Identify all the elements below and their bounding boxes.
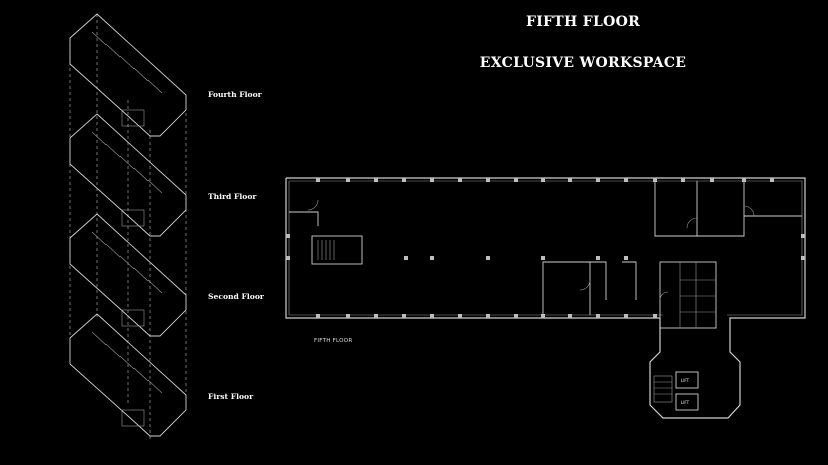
floor-core (121, 109, 145, 127)
column (770, 178, 774, 182)
column (486, 314, 490, 318)
floor-partition (119, 355, 135, 370)
lift-a-label: LIFT (681, 378, 690, 383)
floor-outline-second (69, 213, 187, 337)
column (374, 178, 378, 182)
column (458, 178, 462, 182)
plan-caption: FIFTH FLOOR (314, 338, 353, 344)
column (710, 178, 714, 182)
column (596, 178, 600, 182)
page-subtitle: EXCLUSIVE WORKSPACE (479, 55, 687, 71)
column (801, 234, 805, 238)
column (624, 314, 628, 318)
floor-partition (147, 379, 163, 394)
floor-partition (105, 243, 121, 258)
column (624, 178, 628, 182)
column (653, 314, 657, 318)
floor-core (121, 309, 145, 327)
lift-b (675, 393, 699, 411)
column (568, 178, 572, 182)
column (430, 256, 434, 260)
floor-outline-fourth (69, 13, 187, 137)
lift-a (675, 371, 699, 389)
column (286, 256, 290, 260)
floor-partition (91, 331, 107, 346)
column (541, 256, 545, 260)
office-wall (697, 181, 745, 237)
floor-partition (105, 343, 121, 358)
column (402, 178, 406, 182)
floor-partition (147, 79, 163, 94)
inner-wall (289, 180, 803, 316)
column (404, 256, 408, 260)
floor-core (121, 409, 145, 427)
column (653, 178, 657, 182)
meeting-room (542, 261, 591, 315)
column (402, 314, 406, 318)
floor-partition (119, 155, 135, 170)
column (486, 256, 490, 260)
floor-partition (105, 43, 121, 58)
door-swing (686, 217, 698, 229)
floor-partition (91, 131, 107, 146)
room-wall (289, 211, 319, 226)
label-first-floor: First Floor (208, 392, 254, 401)
floor-partition (133, 167, 149, 182)
service-core (659, 261, 717, 329)
column (458, 314, 462, 318)
floor-partition (91, 231, 107, 246)
column (374, 314, 378, 318)
inner-wall (288, 181, 663, 316)
door-swing (743, 205, 755, 217)
floor-partition (147, 179, 163, 194)
floor-partition (133, 267, 149, 282)
column (801, 256, 805, 260)
office-wall (654, 181, 698, 237)
column (486, 178, 490, 182)
column (541, 314, 545, 318)
door-swing (307, 199, 319, 211)
column (541, 178, 545, 182)
building-outline (285, 177, 806, 419)
floor-outline-third (69, 113, 187, 237)
column (681, 178, 685, 182)
meeting-room (622, 261, 637, 300)
label-second-floor: Second Floor (208, 292, 264, 301)
floor-partition (133, 67, 149, 82)
lobby-stair (653, 375, 673, 403)
label-third-floor: Third Floor (208, 192, 257, 201)
column (316, 178, 320, 182)
fifth-floor-plan: LIFT LIFT (285, 177, 806, 419)
meeting-room (590, 261, 607, 300)
column (316, 314, 320, 318)
label-fourth-floor: Fourth Floor (208, 90, 262, 99)
floor-partition (133, 367, 149, 382)
column (430, 178, 434, 182)
column (596, 256, 600, 260)
column (514, 314, 518, 318)
stair-core (311, 235, 363, 265)
floor-core (121, 209, 145, 227)
page-title: FIFTH FLOOR (525, 14, 641, 30)
column (514, 178, 518, 182)
floor-partition (91, 31, 107, 46)
floor-partition (147, 279, 163, 294)
column (742, 178, 746, 182)
lift-b-label: LIFT (681, 400, 690, 405)
stacked-floors (69, 13, 187, 440)
column (568, 314, 572, 318)
floor-outline-first (69, 313, 187, 437)
column (286, 234, 290, 238)
column (346, 314, 350, 318)
column (430, 314, 434, 318)
column (596, 314, 600, 318)
door-swing (659, 291, 669, 301)
floor-partition (119, 55, 135, 70)
column (624, 256, 628, 260)
column (346, 178, 350, 182)
door-swing (579, 279, 591, 291)
floor-partition (119, 255, 135, 270)
floor-partition (105, 143, 121, 158)
